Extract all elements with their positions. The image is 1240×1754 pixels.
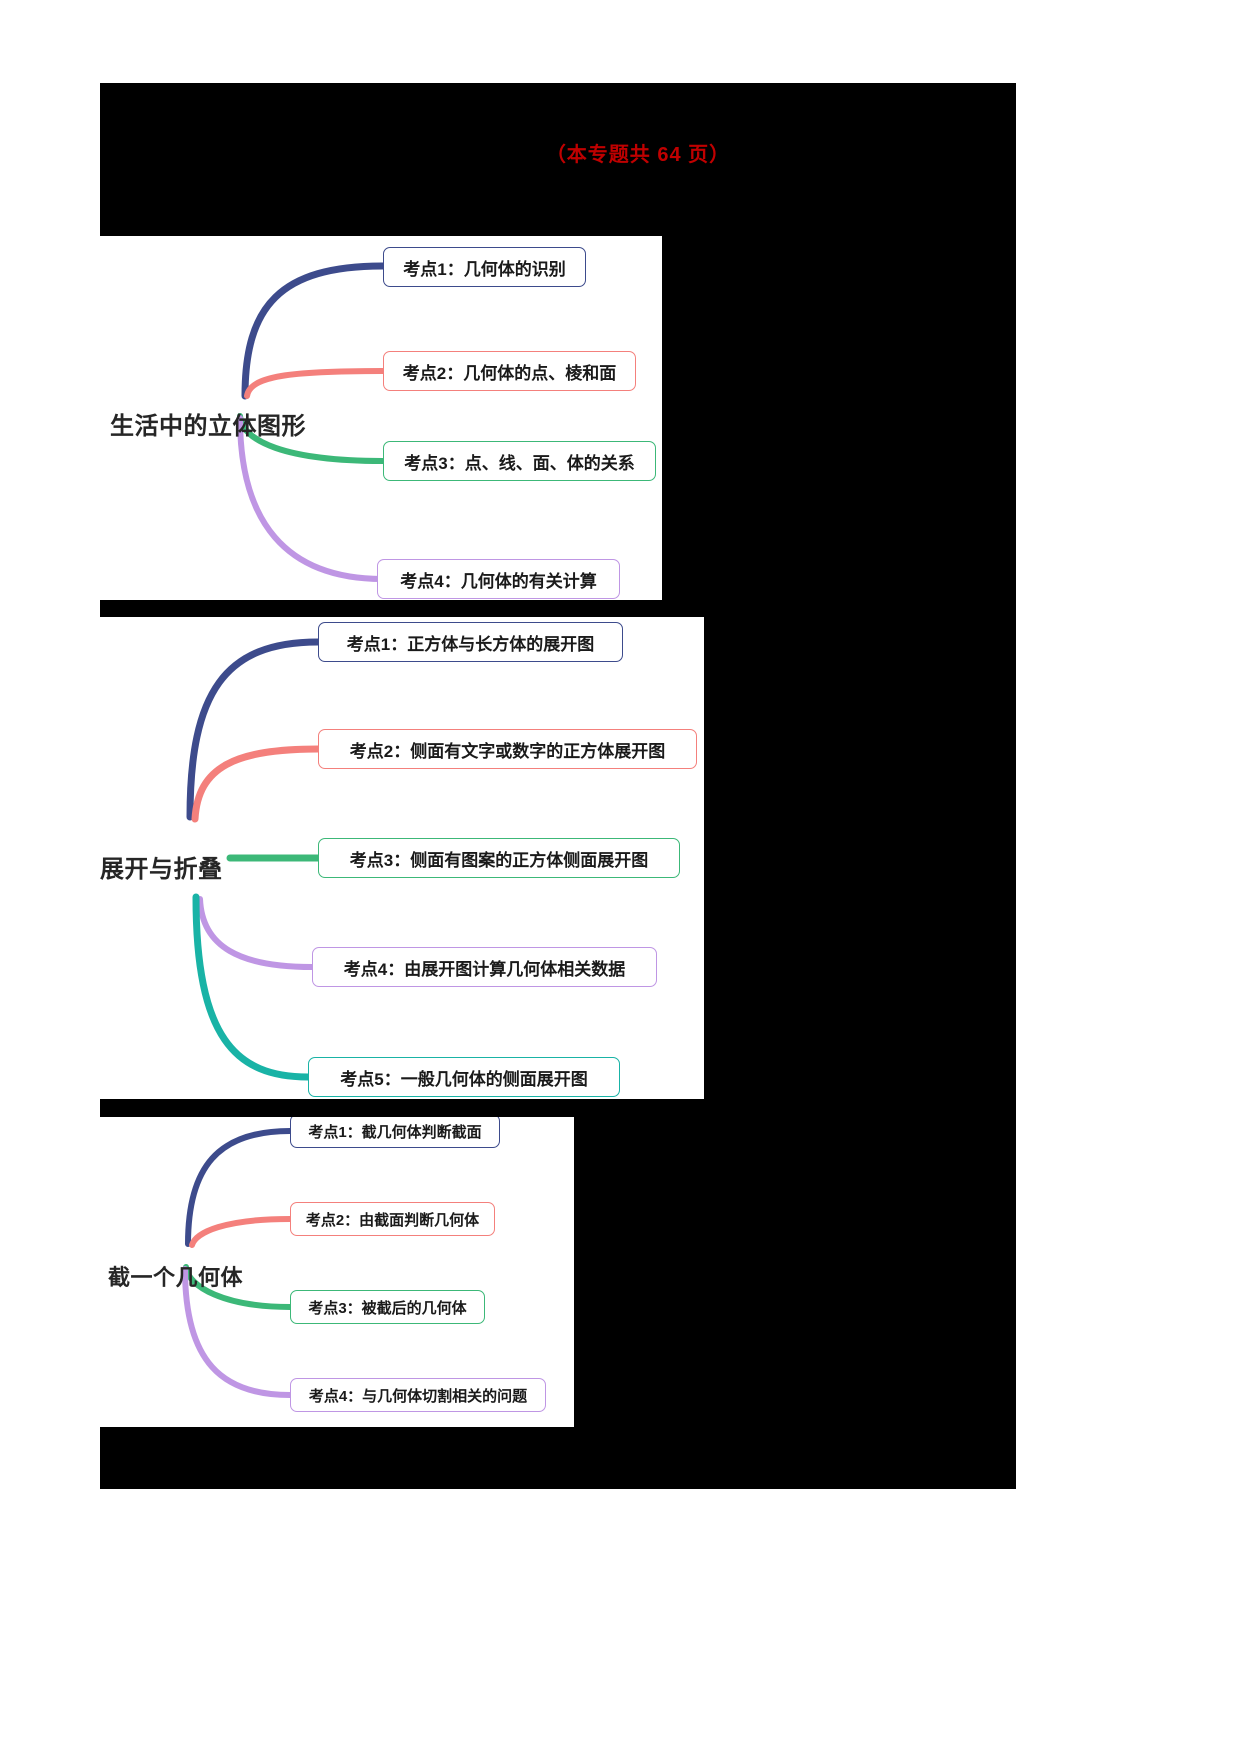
section-1-root-label: 生活中的立体图形 bbox=[110, 413, 306, 440]
section-3-node-4[interactable]: 考点4：与几何体切割相关的问题 bbox=[290, 1378, 546, 1412]
mindmap-section-1: 生活中的立体图形 考点1：几何体的识别 考点2：几何体的点、棱和面 考点3：点、… bbox=[100, 236, 662, 600]
section-2-root-label: 展开与折叠 bbox=[100, 856, 223, 883]
section-2-node-1[interactable]: 考点1：正方体与长方体的展开图 bbox=[318, 622, 623, 662]
section-2-node-4[interactable]: 考点4：由展开图计算几何体相关数据 bbox=[312, 947, 657, 987]
section-1-node-1[interactable]: 考点1：几何体的识别 bbox=[383, 247, 586, 287]
mindmap-connectors-3 bbox=[182, 1128, 293, 1398]
section-1-node-4[interactable]: 考点4：几何体的有关计算 bbox=[377, 559, 620, 599]
mindmap-connectors-2 bbox=[186, 638, 322, 1081]
section-2-node-5[interactable]: 考点5：一般几何体的侧面展开图 bbox=[308, 1057, 620, 1097]
section-2-node-2[interactable]: 考点2：侧面有文字或数字的正方体展开图 bbox=[318, 729, 697, 769]
page-count-text: （本专题共 64 页） bbox=[545, 144, 731, 166]
mindmap-section-3: 截一个几何体 考点1：截几何体判断截面 考点2：由截面判断几何体 考点3：被截后… bbox=[100, 1117, 574, 1427]
page-header-title: （本专题共 64 页） bbox=[100, 138, 1016, 167]
mindmap-section-2: 展开与折叠 考点1：正方体与长方体的展开图 考点2：侧面有文字或数字的正方体展开… bbox=[100, 617, 704, 1099]
section-3-root-label: 截一个几何体 bbox=[108, 1265, 244, 1290]
section-3-node-1[interactable]: 考点1：截几何体判断截面 bbox=[290, 1117, 500, 1148]
section-2-node-3[interactable]: 考点3：侧面有图案的正方体侧面展开图 bbox=[318, 838, 680, 878]
section-3-node-2[interactable]: 考点2：由截面判断几何体 bbox=[290, 1202, 495, 1236]
section-3-node-3[interactable]: 考点3：被截后的几何体 bbox=[290, 1290, 485, 1324]
section-1-node-2[interactable]: 考点2：几何体的点、棱和面 bbox=[383, 351, 636, 391]
section-1-node-3[interactable]: 考点3：点、线、面、体的关系 bbox=[383, 441, 656, 481]
mindmap-connectors-1 bbox=[237, 262, 387, 582]
